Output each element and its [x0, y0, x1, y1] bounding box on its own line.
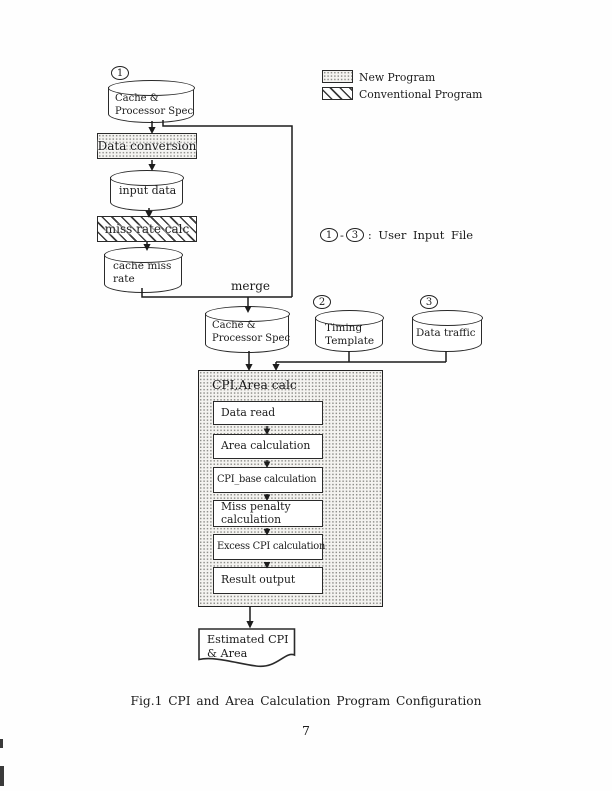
step-result-output: Result output — [213, 567, 323, 594]
badge-2: 2 — [313, 295, 331, 309]
step-data-read: Data read — [213, 401, 323, 425]
data-conversion-label: Data conversion — [97, 139, 197, 153]
note-label: : User Input File — [367, 228, 474, 242]
miss-rate-calc-box: miss rate calc — [97, 216, 197, 242]
timing-line1: Timing — [325, 322, 363, 334]
cache-miss-line1: cache miss — [113, 260, 172, 272]
merge-label: merge — [231, 279, 270, 293]
page-number: 7 — [302, 723, 310, 738]
document-shape — [198, 628, 296, 668]
badge-3: 3 — [420, 295, 438, 309]
step-miss-penalty-calculation: Miss penalty calculation — [213, 500, 323, 527]
cylinder-timing-template: Timing Template — [314, 310, 384, 352]
timing-line2: Template — [325, 334, 375, 347]
legend-conventional-program-swatch — [322, 87, 353, 100]
cylinder-data-traffic: Data traffic — [411, 310, 483, 352]
circled-3-icon: 3 — [345, 228, 364, 242]
cylinder-cache-miss-rate: cache miss rate — [103, 247, 183, 293]
input-data-label: input data — [119, 184, 177, 197]
cyl2-line1: Cache & — [212, 320, 256, 331]
data-conversion-box: Data conversion — [97, 133, 197, 159]
legend-new-program-label: New Program — [359, 71, 436, 84]
note-dash: - — [340, 228, 344, 242]
scan-artifact — [0, 766, 4, 786]
step-excess-cpi-calculation: Excess CPI calculation — [213, 534, 325, 560]
legend-new-program-swatch — [322, 70, 353, 83]
user-input-file-note: 1 - 3 : User Input File — [320, 228, 473, 242]
cache-miss-line2: rate — [113, 272, 135, 285]
legend-conventional-program-label: Conventional Program — [359, 88, 483, 101]
data-traffic-label: Data traffic — [416, 327, 476, 339]
cyl1-line2: Processor Spec — [115, 105, 194, 117]
cylinder-cache-processor-spec-1: Cache & Processor Spec — [107, 80, 195, 123]
cylinder-input-data: input data — [109, 170, 184, 211]
scan-artifact — [0, 739, 3, 748]
circled-1-icon: 1 — [320, 228, 338, 242]
cylinder-cache-processor-spec-2: Cache & Processor Spec — [204, 306, 291, 353]
output-doc-line1: Estimated CPI — [207, 633, 289, 646]
output-doc-line2: & Area — [207, 646, 248, 660]
cyl2-line2: Processor Spec — [212, 332, 291, 344]
step-cpi-base-calculation: CPI_base calculation — [213, 467, 323, 493]
figure-caption: Fig.1 CPI and Area Calculation Program C… — [130, 694, 482, 708]
badge-1: 1 — [111, 66, 129, 80]
miss-rate-calc-label: miss rate calc — [104, 222, 190, 236]
step-area-calculation: Area calculation — [213, 434, 323, 459]
cpi-area-calc-title: CPI,Area calc — [212, 378, 297, 392]
cyl1-line1: Cache & — [115, 93, 159, 104]
